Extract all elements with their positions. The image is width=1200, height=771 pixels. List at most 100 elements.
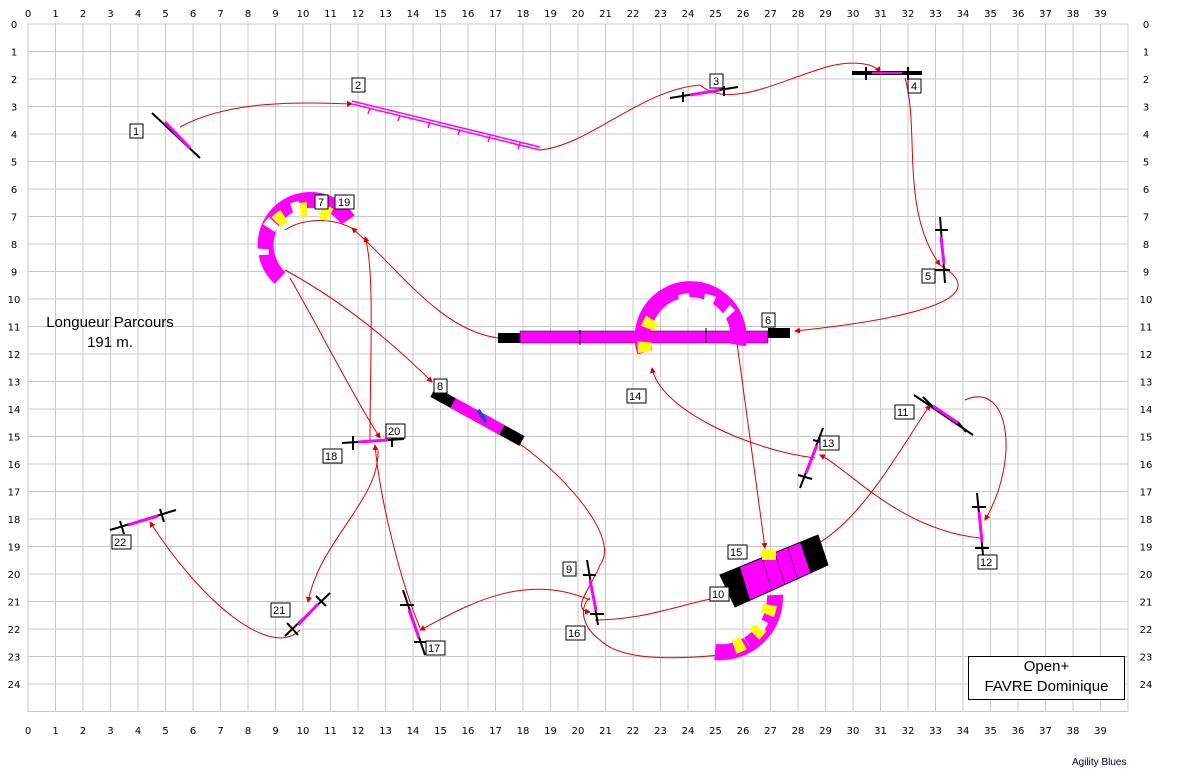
y-tick-label: 12 [1140, 350, 1153, 361]
x-tick-label: 23 [654, 9, 667, 20]
x-tick-label: 10 [297, 9, 310, 20]
number-8: 8 [433, 378, 448, 394]
y-tick-label: 0 [1143, 20, 1149, 31]
y-tick-label: 17 [8, 488, 21, 499]
svg-text:20: 20 [388, 426, 400, 438]
x-tick-label: 19 [544, 726, 557, 737]
jump-13[interactable] [797, 427, 826, 489]
dogwalk-2[interactable] [351, 100, 541, 151]
x-tick-label: 0 [25, 9, 31, 20]
jump-1[interactable] [151, 112, 201, 159]
x-tick-label: 12 [352, 726, 365, 737]
tunnel-14[interactable] [634, 281, 747, 355]
jump-4[interactable] [852, 67, 922, 80]
x-tick-label: 39 [1094, 726, 1107, 737]
y-tick-label: 22 [1140, 625, 1153, 636]
x-tick-label: 10 [297, 726, 310, 737]
x-tick-label: 17 [489, 9, 502, 20]
jump-11[interactable] [913, 394, 974, 436]
number-2: 2 [351, 77, 366, 93]
x-tick-label: 17 [489, 726, 502, 737]
y-tick-label: 3 [11, 103, 17, 114]
y-tick-label: 8 [11, 240, 17, 251]
y-tick-label: 13 [8, 378, 21, 389]
x-tick-label: 31 [874, 9, 887, 20]
svg-text:22: 22 [114, 537, 126, 549]
y-tick-label: 7 [11, 213, 17, 224]
svg-text:2: 2 [355, 80, 361, 92]
number-22: 22 [111, 534, 132, 550]
class-info-box: Open+ FAVRE Dominique [968, 656, 1125, 700]
svg-text:9: 9 [566, 564, 572, 576]
number-5: 5 [921, 268, 936, 284]
x-tick-label: 39 [1094, 9, 1107, 20]
y-tick-label: 19 [8, 543, 21, 554]
y-tick-label: 15 [1140, 433, 1153, 444]
jump-22[interactable] [109, 508, 177, 535]
svg-text:19: 19 [338, 197, 350, 209]
number-11: 11 [894, 404, 915, 420]
x-tick-label: 1 [52, 726, 58, 737]
number-4: 4 [907, 78, 922, 94]
x-tick-label: 34 [957, 726, 970, 737]
x-tick-label: 37 [1039, 9, 1052, 20]
x-tick-label: 11 [324, 726, 337, 737]
x-tick-label: 36 [1012, 726, 1025, 737]
x-tick-label: 21 [599, 726, 612, 737]
number-15: 15 [727, 544, 748, 560]
number-12: 12 [977, 554, 998, 570]
x-tick-label: 28 [792, 726, 805, 737]
x-tick-label: 25 [709, 726, 722, 737]
y-tick-label: 18 [1140, 515, 1153, 526]
y-tick-label: 20 [8, 570, 21, 581]
app-credit: Agility Blues [1072, 757, 1127, 768]
svg-text:18: 18 [325, 451, 337, 463]
svg-text:5: 5 [925, 271, 931, 283]
tunnel-7-19[interactable] [254, 191, 355, 284]
svg-text:12: 12 [980, 557, 992, 569]
x-tick-label: 27 [764, 9, 777, 20]
tire-8[interactable] [430, 387, 525, 446]
svg-text:8: 8 [437, 381, 443, 393]
y-tick-label: 20 [1140, 570, 1153, 581]
svg-text:21: 21 [273, 605, 285, 617]
x-tick-label: 4 [135, 9, 141, 20]
y-tick-label: 10 [8, 295, 21, 306]
jump-5[interactable] [935, 216, 950, 284]
y-tick-label: 24 [1140, 680, 1153, 691]
jump-12[interactable] [972, 492, 989, 556]
x-tick-label: 32 [902, 9, 915, 20]
x-tick-label: 19 [544, 9, 557, 20]
x-tick-label: 16 [462, 9, 475, 20]
judge-name: FAVRE Dominique [984, 678, 1109, 695]
number-18: 18 [322, 448, 343, 464]
jump-3[interactable] [669, 86, 739, 102]
y-tick-label: 23 [1140, 653, 1153, 664]
y-tick-label: 4 [11, 130, 17, 141]
tunnel-10[interactable] [714, 594, 784, 661]
number-1: 1 [129, 123, 144, 139]
x-tick-label: 33 [929, 9, 942, 20]
x-tick-label: 9 [272, 726, 278, 737]
x-tick-label: 14 [407, 9, 420, 20]
x-tick-label: 8 [245, 726, 251, 737]
number-19: 19 [334, 194, 355, 210]
y-tick-label: 1 [11, 48, 17, 59]
jump-17[interactable] [400, 589, 428, 656]
jump-21[interactable] [284, 592, 331, 637]
aframe-10-15[interactable] [719, 534, 829, 608]
number-14: 14 [626, 388, 647, 404]
x-tick-label: 18 [517, 9, 530, 20]
jump-18-20[interactable] [341, 433, 405, 450]
svg-text:14: 14 [629, 391, 641, 403]
jump-9-16[interactable] [583, 559, 604, 626]
svg-text:7: 7 [318, 197, 324, 209]
svg-text:4: 4 [911, 81, 917, 93]
x-tick-label: 34 [957, 9, 970, 20]
svg-text:10: 10 [712, 589, 724, 601]
y-tick-label: 6 [11, 185, 17, 196]
y-tick-label: 1 [1143, 48, 1149, 59]
number-17: 17 [425, 640, 446, 656]
